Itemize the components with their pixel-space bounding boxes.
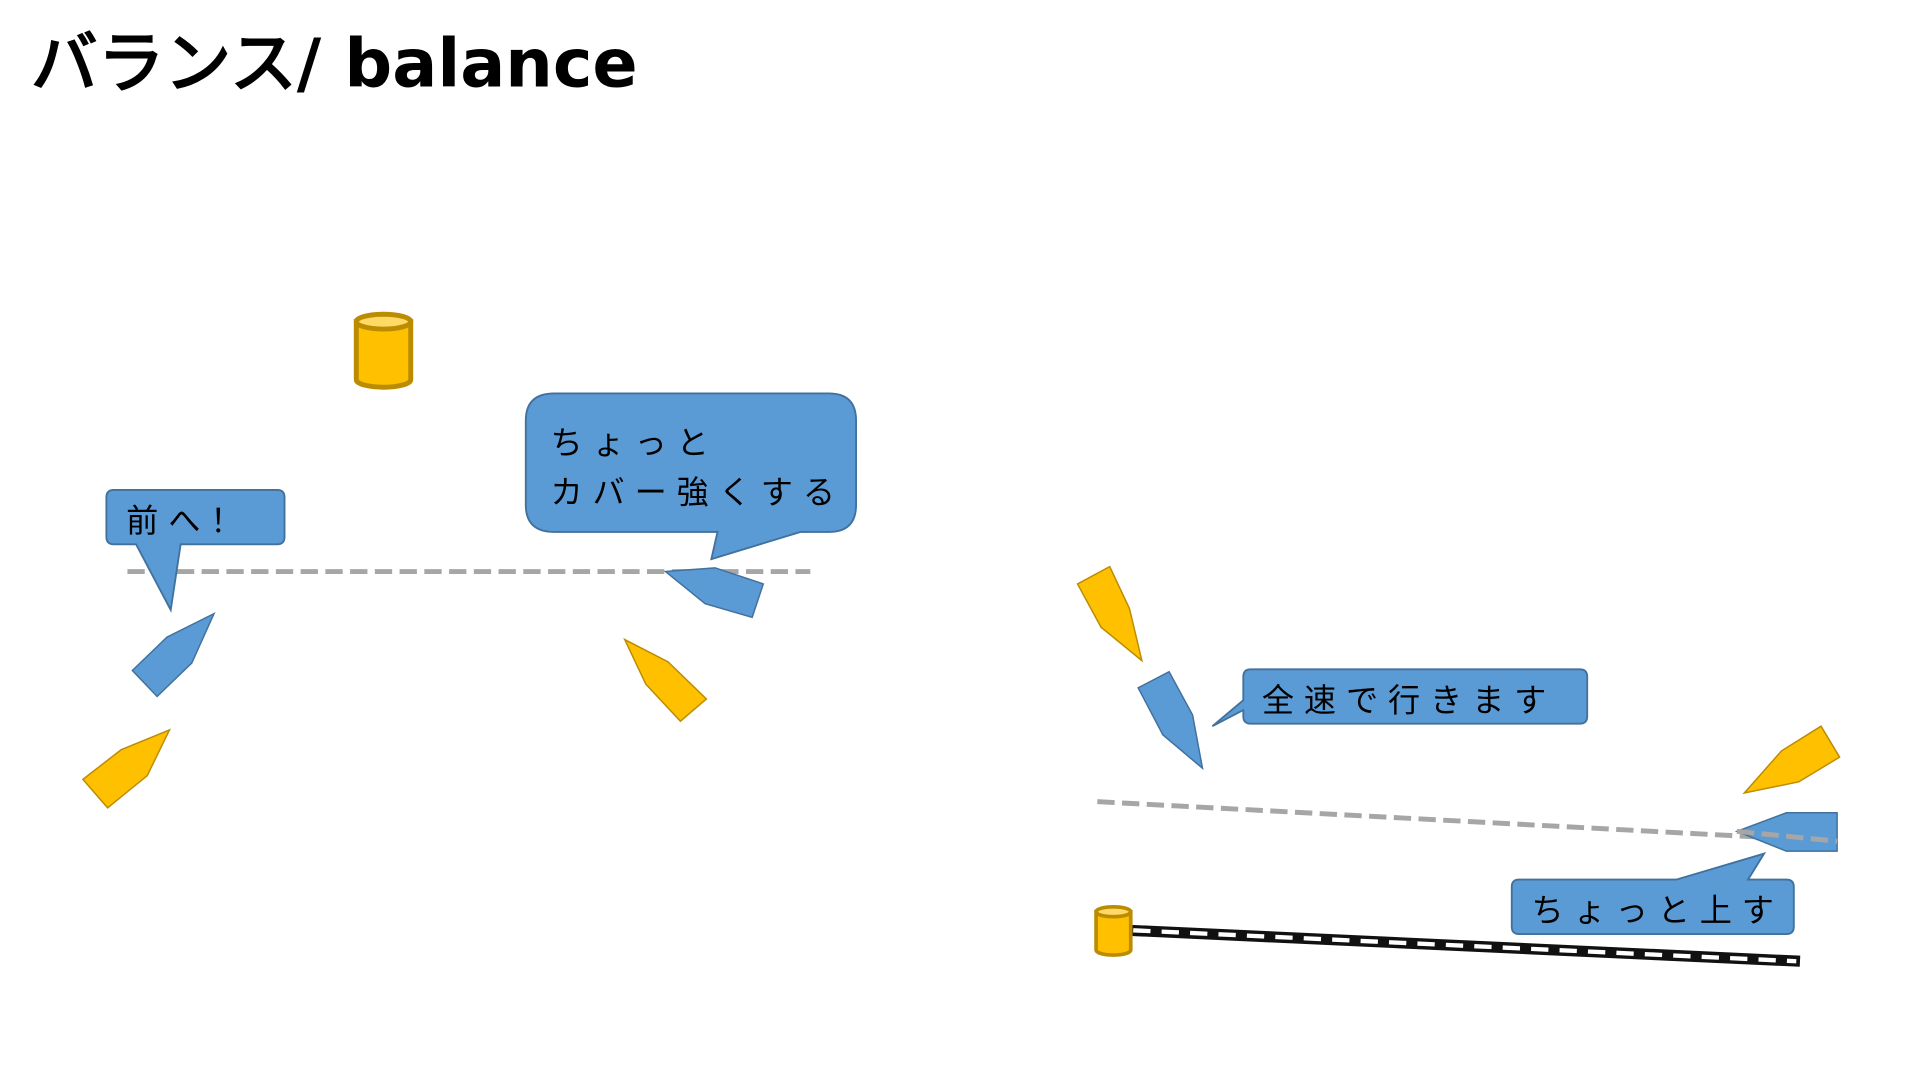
callout-cover-line2: カバー強くする	[551, 474, 845, 512]
callout-forward-text: 前へ！	[126, 502, 252, 540]
blue-boat-icon	[131, 612, 216, 698]
yellow-boat-icon	[1742, 725, 1841, 795]
slide-title: バランス/ balance	[31, 25, 638, 103]
yellow-boat-icon	[623, 637, 708, 723]
callout-forward: 前へ！	[105, 488, 286, 613]
blue-boat-icon	[663, 567, 765, 619]
checkered-line	[1127, 924, 1801, 967]
callout-up-a-bit-text: ちょっと上す	[1532, 892, 1784, 930]
dashed-course-line-right	[1097, 799, 1838, 844]
buoy-cylinder-top	[353, 311, 414, 390]
callout-full-speed: 全速で行きます	[1211, 668, 1589, 728]
callout-cover: ちょっと カバー強くする	[524, 392, 858, 561]
callout-up-a-bit: ちょっと上す	[1510, 852, 1795, 935]
dashed-course-line-overlay	[1736, 828, 1838, 844]
blue-boat-icon	[1137, 670, 1204, 771]
callout-cover-line1: ちょっと	[551, 424, 719, 462]
callout-full-speed-text: 全速で行きます	[1262, 681, 1556, 719]
buoy-cylinder-bottom	[1094, 904, 1133, 957]
blue-boat-icon	[1734, 812, 1838, 852]
yellow-boat-icon	[1076, 565, 1144, 663]
yellow-boat-icon	[81, 728, 172, 809]
